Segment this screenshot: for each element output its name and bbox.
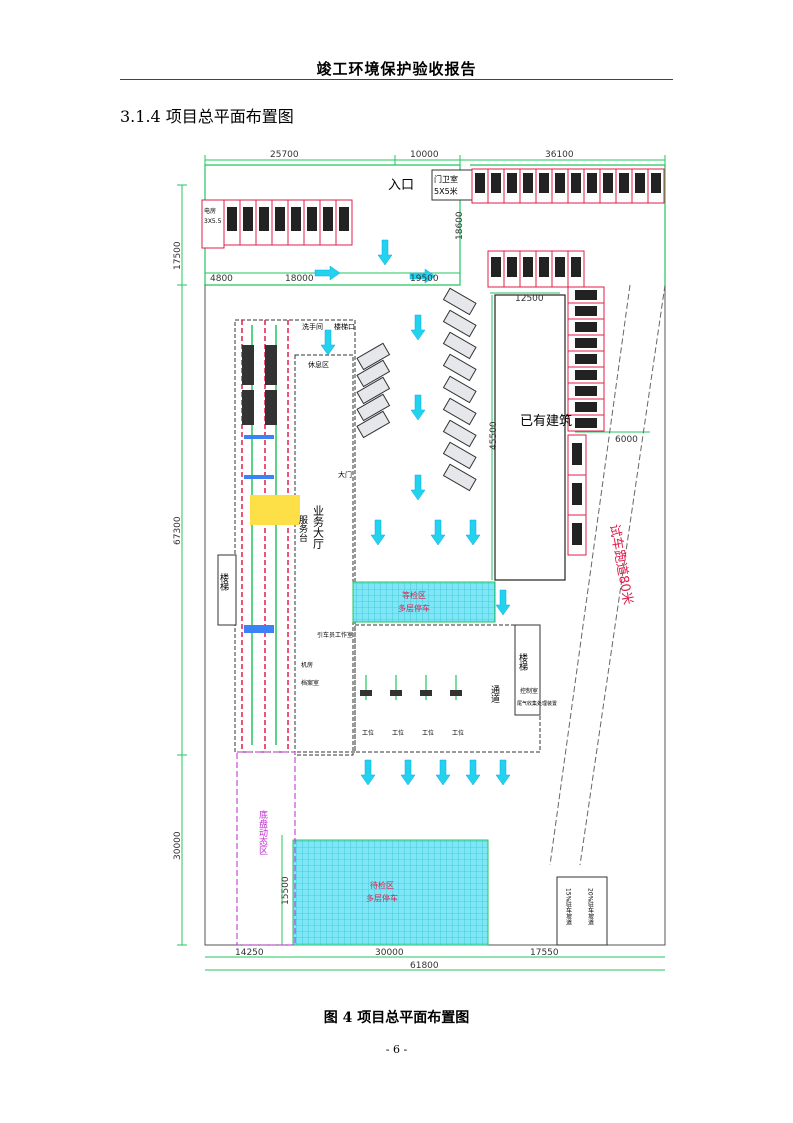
electric-room-label: 电房 — [204, 207, 216, 215]
diagonal-parking — [356, 287, 477, 492]
stairs-left — [217, 554, 237, 626]
dim-track-offset: 6000 — [615, 435, 638, 445]
header-rule — [120, 79, 673, 80]
existing-building — [494, 294, 566, 581]
dim-row-c: 19500 — [410, 274, 439, 284]
station-label-3: 工位 — [422, 729, 434, 737]
dim-left-mid: 67300 — [173, 516, 183, 545]
test-track-line-a — [549, 284, 631, 866]
dim-building-width: 12500 — [515, 294, 544, 304]
dim-bottom-b: 30000 — [375, 948, 404, 958]
chassis-zone-label: 底盘动态区 — [257, 809, 268, 855]
dim-left-bottom: 30000 — [173, 831, 183, 860]
electric-room-size: 3X5.5 — [204, 218, 222, 225]
machine-room-label: 机房 — [301, 661, 313, 669]
dim-top-right: 36100 — [545, 150, 574, 160]
washroom-label: 洗手间 — [302, 322, 323, 331]
archive-room-label: 档案室 — [301, 679, 319, 687]
slope-lanes — [556, 876, 608, 946]
business-hall-label: 业务大厅 — [312, 505, 325, 549]
slope-lane-b-label: 20%驻车坡道 — [587, 888, 594, 927]
dim-gate-depth: 18600 — [455, 211, 465, 240]
site-plan-figure: 入口 门卫室 5X5米 电房 3X5.5 — [170, 145, 675, 975]
exhaust-device-label: 尾气收集处理装置 — [517, 700, 557, 707]
traffic-flow-arrows — [314, 239, 511, 786]
waiting-area-label: 等检区 — [402, 590, 426, 600]
stairs-left-label: 楼梯 — [218, 572, 229, 592]
guard-room-label: 门卫室 — [434, 174, 458, 184]
chassis-zone — [236, 751, 296, 946]
monitor-room-label: 引车员工作室 — [317, 631, 353, 639]
dim-top-mid: 10000 — [410, 150, 439, 160]
waiting-area-sub: 多层停车 — [398, 603, 430, 613]
inspection-equipment — [242, 345, 300, 633]
dim-bottom-a: 14250 — [235, 948, 264, 958]
slope-lane-a-label: 15%驻车坡道 — [565, 888, 572, 927]
section-heading: 3.1.4 项目总平面布置图 — [120, 107, 294, 126]
gate-label: 大门 — [338, 470, 352, 479]
pending-area-label: 待检区 — [370, 880, 394, 890]
dim-top-left: 25700 — [270, 150, 299, 160]
station-label-1: 工位 — [362, 729, 374, 737]
inspection-stations — [365, 675, 457, 700]
figure-caption: 图 4 项目总平面布置图 — [323, 1010, 470, 1026]
dim-row-b: 18000 — [285, 274, 314, 284]
pending-area — [292, 839, 489, 946]
site-boundary — [204, 164, 666, 286]
channel-label: 通道 — [489, 685, 500, 704]
page-number: - 6 - — [385, 1043, 408, 1056]
waiting-area — [352, 581, 496, 623]
station-label-2: 工位 — [392, 729, 404, 737]
dim-left-top: 17500 — [173, 241, 183, 270]
dim-building-depth: 45500 — [489, 421, 499, 450]
rest-area-label: 休息区 — [308, 360, 329, 369]
existing-building-label: 已有建筑 — [520, 413, 572, 429]
page-header-title: 竣工环境保护验收报告 — [316, 60, 477, 78]
dim-row-a: 4800 — [210, 274, 233, 284]
entrance-label: 入口 — [388, 178, 414, 193]
test-track-line-b — [579, 284, 666, 866]
control-room-label: 控制室 — [520, 687, 538, 695]
pending-area-sub: 多层停车 — [366, 893, 398, 903]
site-plan-drawing: 入口 门卫室 5X5米 电房 3X5.5 — [173, 150, 666, 971]
stair-mouth-label: 楼梯口 — [334, 322, 355, 331]
service-desk-label: 服务台 — [297, 515, 308, 543]
dim-parking-depth: 15500 — [281, 876, 291, 905]
dimension-labels: 25700 10000 36100 17500 18600 4800 18000… — [173, 150, 638, 971]
test-track-label: 试车跑道80米 — [606, 523, 636, 606]
stairs-right-label: 楼梯 — [517, 652, 528, 672]
dim-bottom-c: 17550 — [530, 948, 559, 958]
stairs-right — [514, 624, 541, 716]
guard-room-size: 5X5米 — [434, 186, 458, 196]
dim-overall: 61800 — [410, 961, 439, 971]
station-label-4: 工位 — [452, 729, 464, 737]
